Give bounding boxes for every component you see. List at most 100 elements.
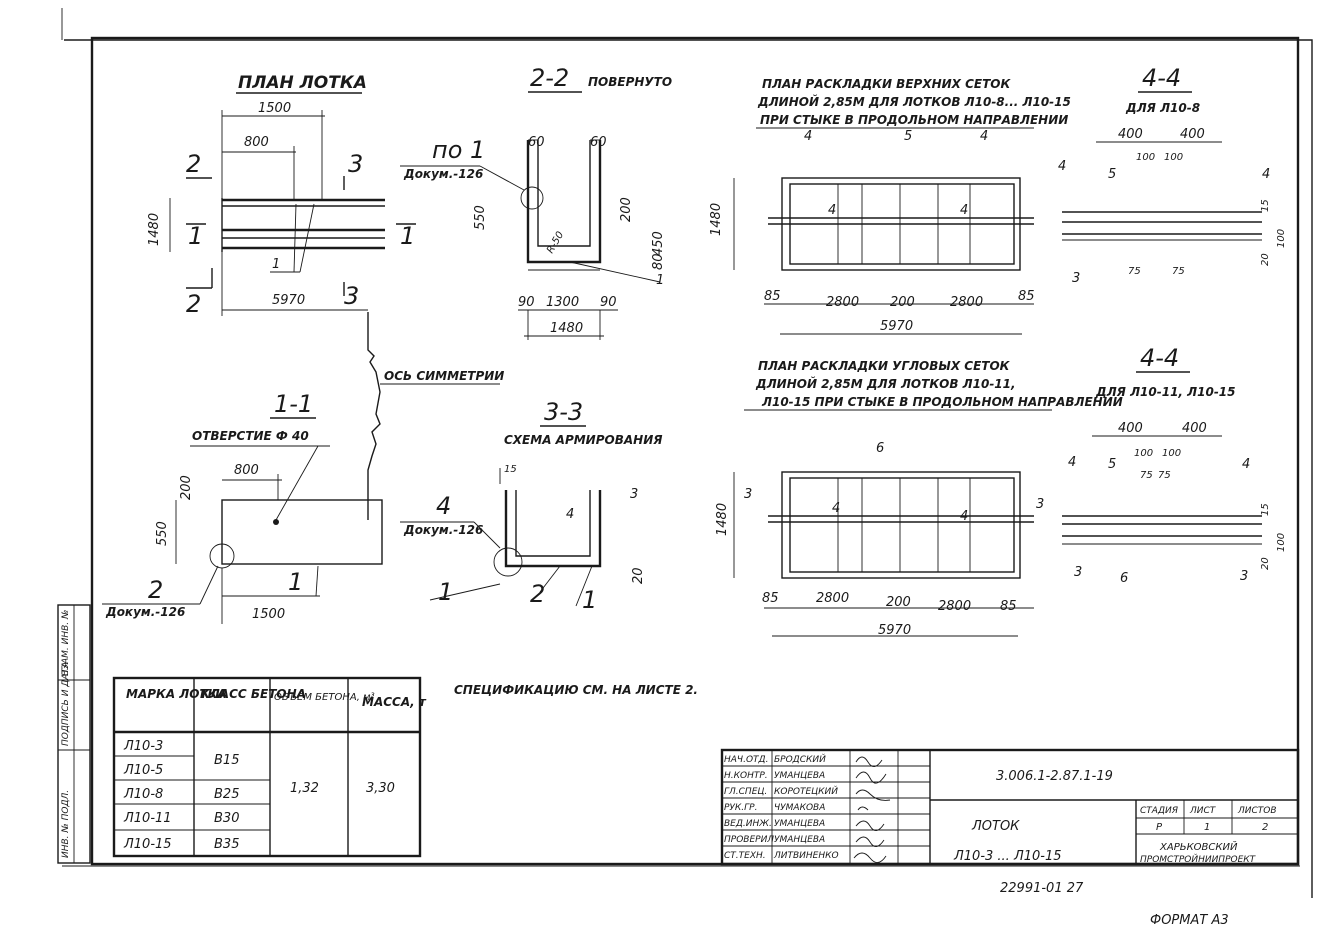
tb-name-3: КОРОТЕЦКИЙ — [774, 785, 838, 797]
tb-role-6: ПРОВЕРИЛ — [724, 835, 774, 845]
upper-cut-right: 4 — [960, 203, 968, 218]
plan-title: ПЛАН ЛОТКА — [238, 73, 367, 93]
upper-dim-1480: 1480 — [709, 203, 724, 236]
sec33-mark-2: 2 — [530, 580, 545, 608]
tb-sheet: 1 — [1204, 822, 1210, 833]
upper-title-2: ДЛИНОЙ 2,85М ДЛЯ ЛОТКОВ Л10-8... Л10-15 — [757, 94, 1071, 109]
upper-cut-left: 4 — [828, 203, 836, 218]
corner-cut-right: 4 — [960, 509, 968, 524]
tb-name-4: ЧУМАКОВА — [774, 803, 825, 813]
sec11-dim-1500: 1500 — [252, 607, 285, 622]
sec44a-dim-75a: 75 — [1128, 266, 1141, 277]
sec44b-mark-6: 6 — [1120, 571, 1128, 586]
sec44a-mark-3: 3 — [1072, 271, 1080, 286]
table-class-1: В15 — [214, 753, 239, 768]
tb-stage: Р — [1156, 822, 1163, 833]
corner-cut-left: 4 — [832, 501, 840, 516]
sec44b-dim-100: 100 — [1276, 533, 1287, 552]
sec22-title: 2-2 — [530, 64, 569, 92]
sec33-mark-4: 4 — [566, 507, 574, 522]
upper-mark-4a: 4 — [804, 129, 812, 144]
corner-mark-3-left: 3 — [744, 487, 752, 502]
table-mark-3: Л10-8 — [123, 787, 163, 802]
sec22-dim-80: 80 — [651, 253, 666, 270]
table-head-mark: МАРКА ЛОТКА — [126, 687, 227, 701]
plan-sec1-left: 1 — [188, 222, 203, 250]
table-mark-2: Л10-5 — [123, 763, 163, 778]
sec44a-subtitle: ДЛЯ Л10-8 — [1125, 101, 1200, 115]
sec44a-dim-100: 100 — [1276, 229, 1287, 248]
tb-role-1: НАЧ.ОТД. — [724, 755, 768, 765]
sec44a-dim-100a: 100 — [1136, 152, 1155, 163]
sec44a-mark-5: 5 — [1108, 167, 1116, 182]
sec44a-dim-100b: 100 — [1164, 152, 1183, 163]
table-mark-4: Л10-11 — [123, 811, 172, 826]
sec11-dim-800: 800 — [234, 463, 259, 478]
sec11-bar: 1 — [288, 568, 303, 596]
sec22-dim-200: 200 — [619, 197, 634, 222]
corner-dim-2800-right: 2800 — [938, 599, 971, 614]
symmetry-axis: ОСЬ СИММЕТРИИ — [367, 312, 504, 520]
plan-sec3-top: 3 — [348, 150, 363, 178]
sec33-ref-doc: Докум.-126 — [403, 523, 483, 537]
sec44a-dim-15: 15 — [1260, 199, 1271, 212]
sec11-ref-doc: Докум.-126 — [105, 605, 185, 619]
plan-dim-800: 800 — [244, 135, 269, 150]
table-head-class: КЛАСС БЕТОНА — [200, 687, 306, 701]
section-4-4-a: 4-4 ДЛЯ Л10-8 400 400 100 100 75 75 15 1… — [1058, 64, 1287, 286]
sec33-ref-num: 4 — [436, 492, 451, 520]
sec44b-mark-3a: 3 — [1074, 565, 1082, 580]
upper-dim-5970: 5970 — [880, 319, 913, 334]
sec33-mark-3: 3 — [630, 487, 638, 502]
corner-dim-5970: 5970 — [878, 623, 911, 638]
upper-title-3: ПРИ СТЫКЕ В ПРОДОЛЬНОМ НАПРАВЛЕНИИ — [760, 113, 1068, 127]
sec44b-dim-400a: 400 — [1118, 421, 1143, 436]
sec44b-dim-75b: 75 — [1158, 470, 1171, 481]
upper-mark-4b: 4 — [980, 129, 988, 144]
sec33-dim-20: 20 — [631, 567, 646, 584]
tb-org-2: ПРОМСТРОЙНИИПРОЕКТ — [1140, 853, 1257, 865]
tb-sheet-header: ЛИСТ — [1189, 806, 1217, 816]
sec22-ref-line2: Докум.-126 — [403, 167, 483, 181]
corner-mesh-layout: ПЛАН РАСКЛАДКИ УГЛОВЫХ СЕТОК ДЛИНОЙ 2,85… — [715, 359, 1123, 638]
sec44b-mark-4a: 4 — [1068, 455, 1076, 470]
sec11-dim-550: 550 — [155, 521, 170, 546]
plan-dim-1480: 1480 — [147, 213, 162, 246]
sec22-dim-90-left: 90 — [518, 295, 535, 310]
sec22-dim-90-right: 90 — [600, 295, 617, 310]
upper-dim-200: 200 — [890, 295, 915, 310]
plan-dim-1500: 1500 — [258, 101, 291, 116]
corner-mark-6: 6 — [876, 441, 884, 456]
sec44a-dim-75b: 75 — [1172, 266, 1185, 277]
tb-stage-header: СТАДИЯ — [1140, 806, 1178, 816]
sec33-subtitle: СХЕМА АРМИРОВАНИЯ — [504, 433, 662, 447]
sec44b-dim-20: 20 — [1260, 557, 1271, 570]
section-2-2: 2-2 ПОВЕРНУТО по 1 Докум.-126 60 60 550 … — [400, 64, 672, 340]
sec22-ref-line1: по 1 — [432, 136, 485, 164]
upper-dim-2800-right: 2800 — [950, 295, 983, 310]
sec22-dim-550: 550 — [473, 205, 488, 230]
inner-frame — [90, 36, 1300, 866]
tb-sheets: 2 — [1262, 822, 1268, 833]
sec44a-dim-400a: 400 — [1118, 127, 1143, 142]
sec44b-mark-5: 5 — [1108, 457, 1116, 472]
tb-role-4: РУК.ГР. — [724, 803, 757, 813]
sec11-title: 1-1 — [274, 390, 313, 418]
table-mark-1: Л10-3 — [123, 739, 163, 754]
upper-dim-85-right: 85 — [1018, 289, 1035, 304]
sec44b-dim-100a: 100 — [1134, 448, 1153, 459]
spec-note: СПЕЦИФИКАЦИЮ СМ. НА ЛИСТЕ 2. — [454, 683, 698, 697]
tb-name-1: БРОДСКИЙ — [774, 753, 826, 765]
plan-bar-label: 1 — [272, 257, 280, 272]
sec33-dim-15: 15 — [504, 464, 517, 475]
corner-title-2: ДЛИНОЙ 2,85М ДЛЯ ЛОТКОВ Л10-11, — [755, 376, 1016, 391]
table-head-volume: ОБЪЕМ БЕТОНА, м³ — [274, 692, 375, 703]
side-strip-replace: ВЗАМ. ИНВ. № — [61, 610, 71, 676]
table-mark-5: Л10-15 — [123, 837, 172, 852]
table-class-4: В35 — [214, 837, 239, 852]
corner-dim-200: 200 — [886, 595, 911, 610]
tb-range: Л10-3 ... Л10-15 — [953, 849, 1062, 864]
plan-sec2-top: 2 — [186, 150, 201, 178]
upper-dim-2800-left: 2800 — [826, 295, 859, 310]
